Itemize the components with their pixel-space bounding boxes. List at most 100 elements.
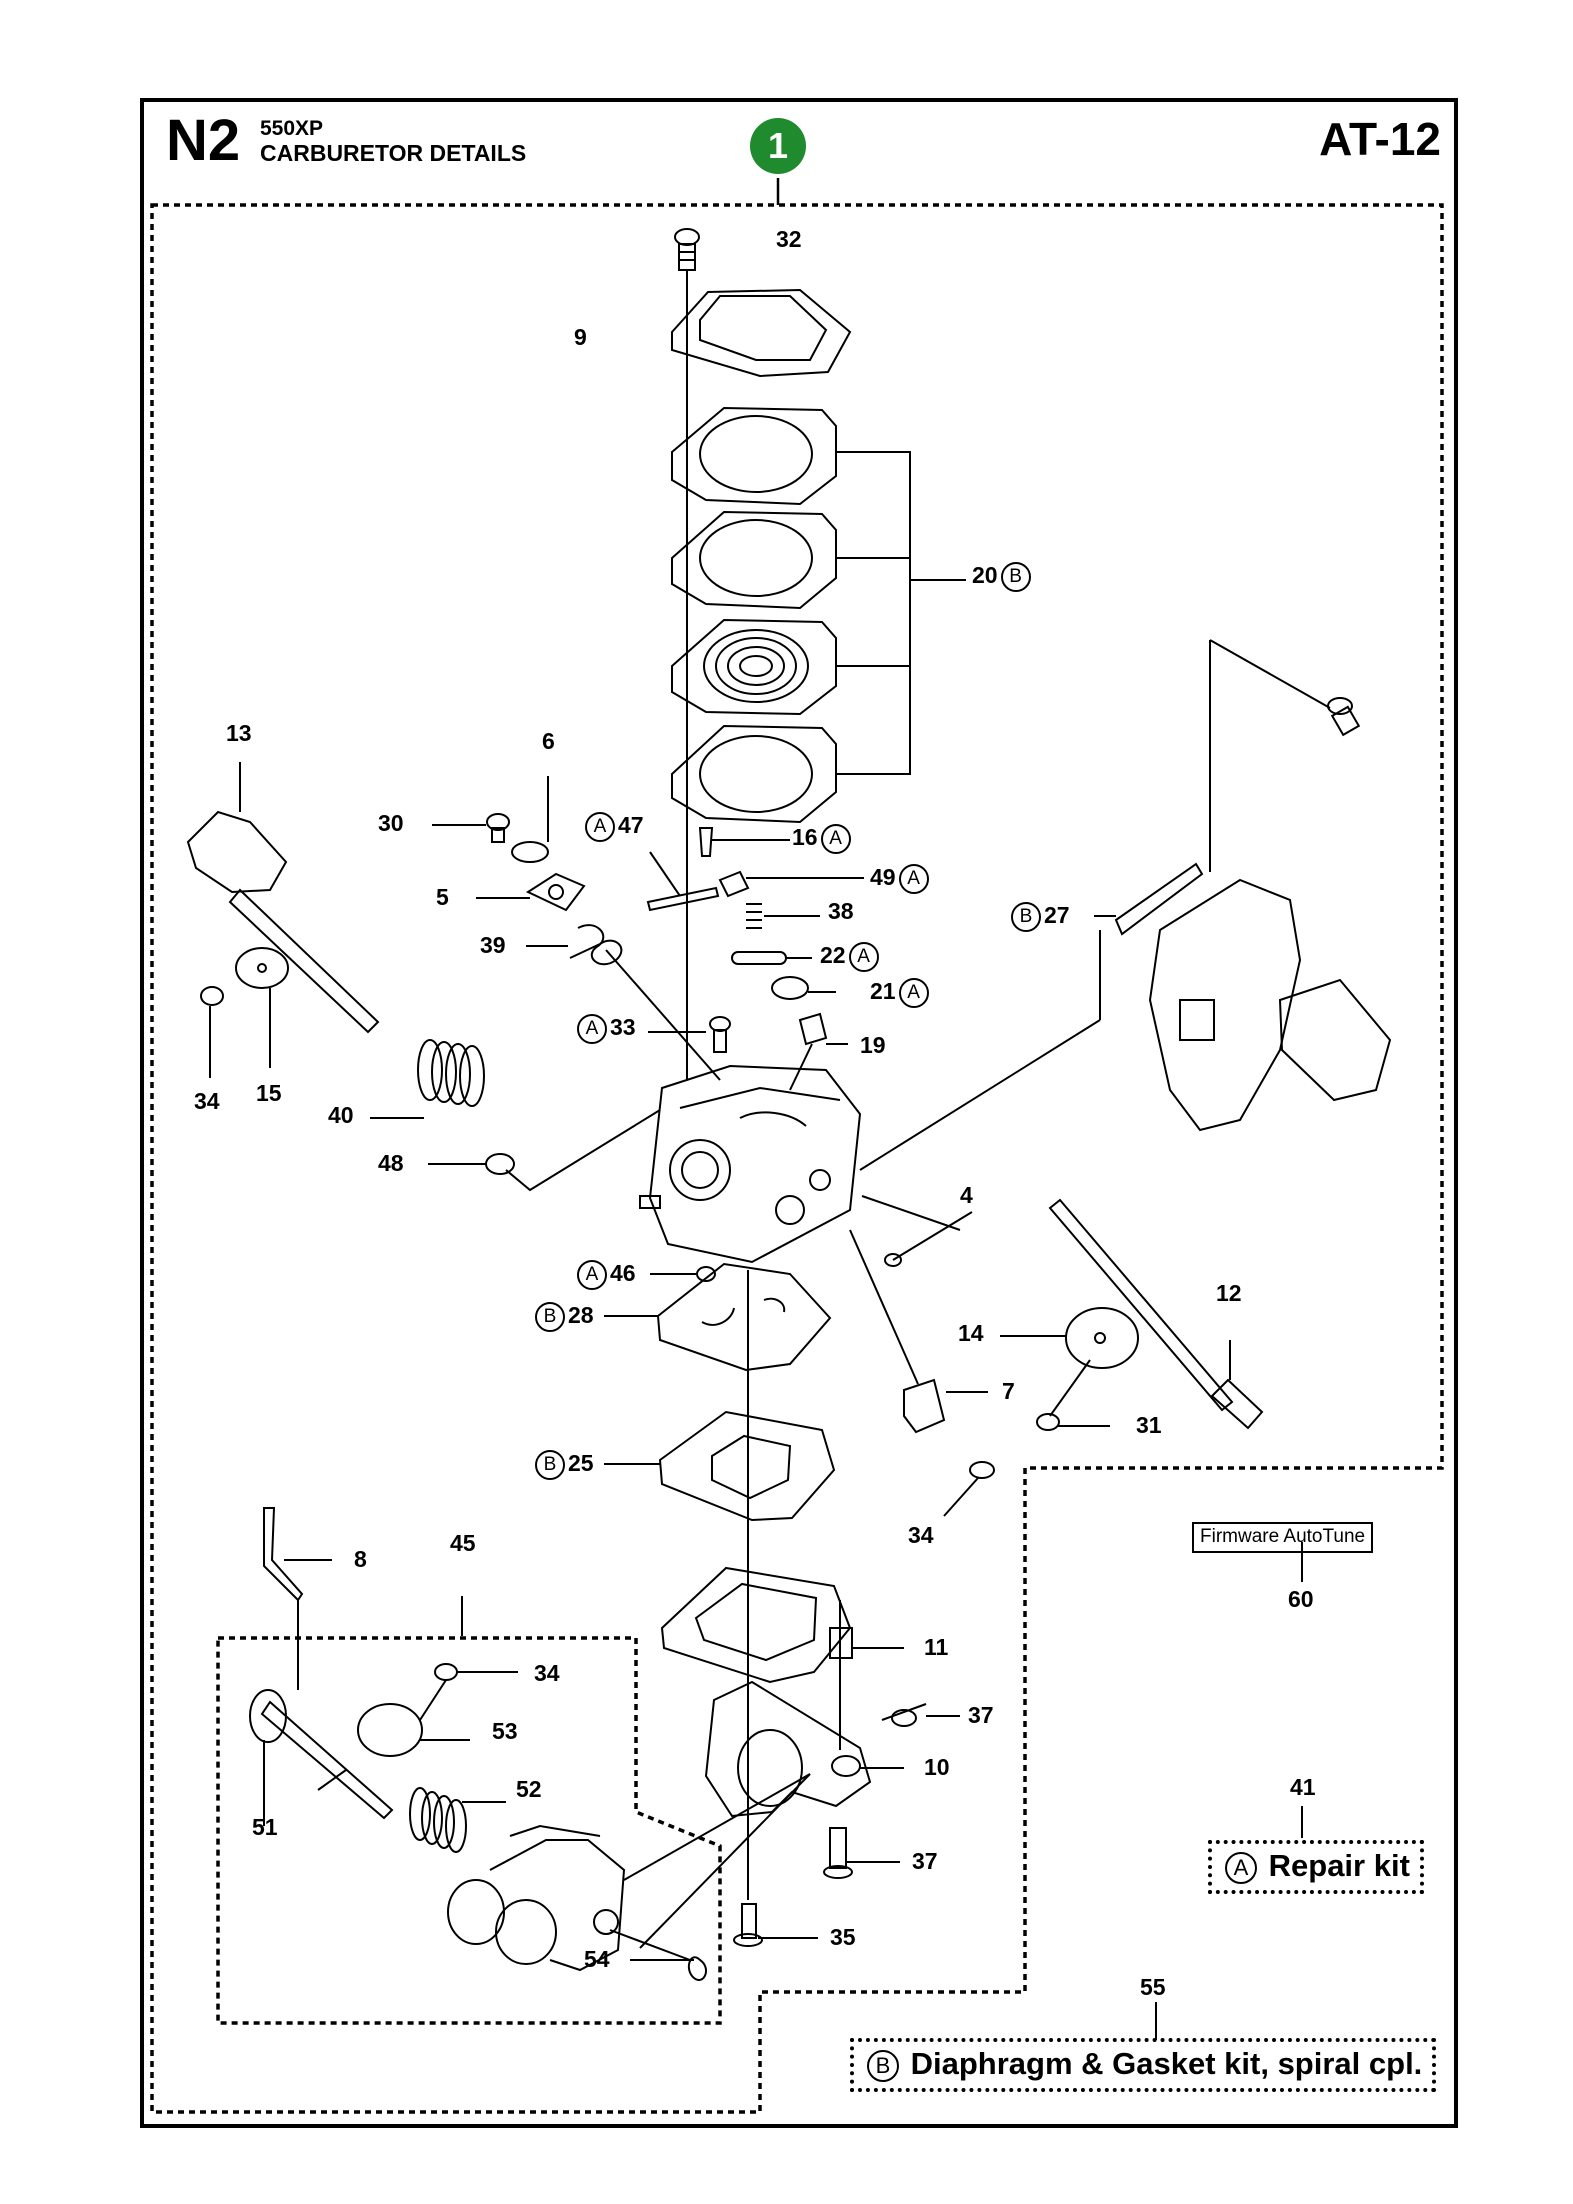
- shaft-51: [249, 1689, 394, 1820]
- spring-39: [569, 924, 623, 966]
- screw-31: [1036, 1413, 1060, 1431]
- page-frame: [140, 98, 1458, 2128]
- callout-34-mid: 34: [908, 1522, 934, 1548]
- page-title: CARBURETOR DETAILS: [260, 140, 527, 166]
- washer-48: [485, 1153, 515, 1175]
- callout-30: 30: [378, 810, 404, 836]
- shaft-22: [731, 951, 787, 965]
- callout-12: 12: [1216, 1280, 1242, 1306]
- callout-60: 60: [1288, 1586, 1314, 1612]
- page-code: AT-12: [1319, 113, 1441, 165]
- callout-6: 6: [542, 728, 555, 754]
- callout-15: 15: [256, 1080, 282, 1106]
- lever-5: [525, 872, 586, 912]
- callout-8: 8: [354, 1546, 367, 1572]
- check-valve-46: [696, 1266, 716, 1282]
- callout-10: 10: [924, 1754, 950, 1780]
- gasket-kit-label: Diaphragm & Gasket kit, spiral cpl.: [910, 2046, 1423, 2081]
- gasket-20d: [671, 724, 837, 824]
- throttle-shaft-13: [186, 762, 380, 1034]
- clip-4: [884, 1253, 902, 1267]
- callout-7: 7: [1002, 1378, 1015, 1404]
- subassembly-45-outline: [216, 1636, 722, 2025]
- screw-34b: [969, 1461, 995, 1479]
- callout-39: 39: [480, 932, 506, 958]
- screw-35: [733, 1903, 763, 1947]
- clip-54: [687, 1956, 708, 1981]
- callout-37-upper: 37: [968, 1702, 994, 1728]
- twin-housing: [447, 1824, 626, 1972]
- callout-54: 54: [584, 1946, 610, 1972]
- callout-31: 31: [1136, 1412, 1162, 1438]
- screw-32: [674, 228, 700, 271]
- washer-15: [235, 947, 289, 989]
- lever-7: [903, 1378, 946, 1434]
- kit-letter-a: A: [1225, 1851, 1257, 1884]
- diaphragm-20c: [671, 618, 837, 716]
- pump-cover-11: [660, 1566, 853, 1684]
- callout-11: 11: [924, 1634, 949, 1660]
- callout-37-lower: 37: [912, 1848, 938, 1874]
- screw-30: [486, 813, 510, 843]
- needle-16: [698, 827, 714, 857]
- section-code: N2: [166, 108, 241, 173]
- gasket-25: [658, 1410, 836, 1522]
- callout-4: 4: [960, 1182, 973, 1208]
- screw-37a: [881, 1703, 927, 1727]
- assembly-number-badge: 1: [750, 118, 806, 174]
- jet-19: [789, 1012, 828, 1091]
- callout-34-sub: 34: [534, 1660, 560, 1686]
- gasket-20b: [671, 510, 837, 610]
- callout-52: 52: [516, 1776, 542, 1802]
- washer-6: [511, 841, 549, 863]
- spring-40: [417, 1039, 485, 1107]
- callout-19: 19: [860, 1032, 886, 1058]
- callout-9: 9: [574, 324, 587, 350]
- callout-40: 40: [328, 1102, 354, 1128]
- valve-disc-53: [357, 1703, 423, 1757]
- gasket-28: [656, 1262, 832, 1372]
- spring-52: [409, 1787, 467, 1853]
- callout-13: 13: [226, 720, 252, 746]
- model-name: 550XP: [260, 117, 324, 140]
- carburetor-body: [639, 1064, 862, 1264]
- callout-14: 14: [958, 1320, 984, 1346]
- callout-55: 55: [1140, 1974, 1166, 2000]
- callout-41: 41: [1290, 1774, 1316, 1800]
- screw-37b: [823, 1827, 853, 1879]
- callout-5: 5: [436, 884, 449, 910]
- callout-34-left: 34: [194, 1088, 220, 1114]
- main-assembly-outline: [150, 203, 1444, 2114]
- ignition-module-27: [1114, 862, 1392, 1132]
- callout-51: 51: [252, 1814, 278, 1840]
- screw-right: [1327, 697, 1361, 737]
- link-rod-8: [263, 1507, 304, 1602]
- housing-10: [704, 1680, 872, 1818]
- repair-kit-box: A Repair kit: [1208, 1840, 1424, 1894]
- choke-shaft-12: [1048, 1198, 1264, 1430]
- callout-53: 53: [492, 1718, 518, 1744]
- spring-38: [746, 903, 762, 929]
- callout-45: 45: [450, 1530, 476, 1556]
- screw-34a: [200, 986, 224, 1006]
- callout-35: 35: [830, 1924, 856, 1950]
- kit-letter-b: B: [867, 2049, 899, 2082]
- pin-47: [646, 886, 720, 912]
- callout-48: 48: [378, 1150, 404, 1176]
- gasket-kit-box: B Diaphragm & Gasket kit, spiral cpl.: [850, 2038, 1437, 2092]
- firmware-autotune-box: Firmware AutoTune: [1192, 1522, 1374, 1553]
- cover-9: [671, 288, 852, 378]
- callout-32: 32: [776, 226, 802, 252]
- plug-21: [771, 976, 809, 1000]
